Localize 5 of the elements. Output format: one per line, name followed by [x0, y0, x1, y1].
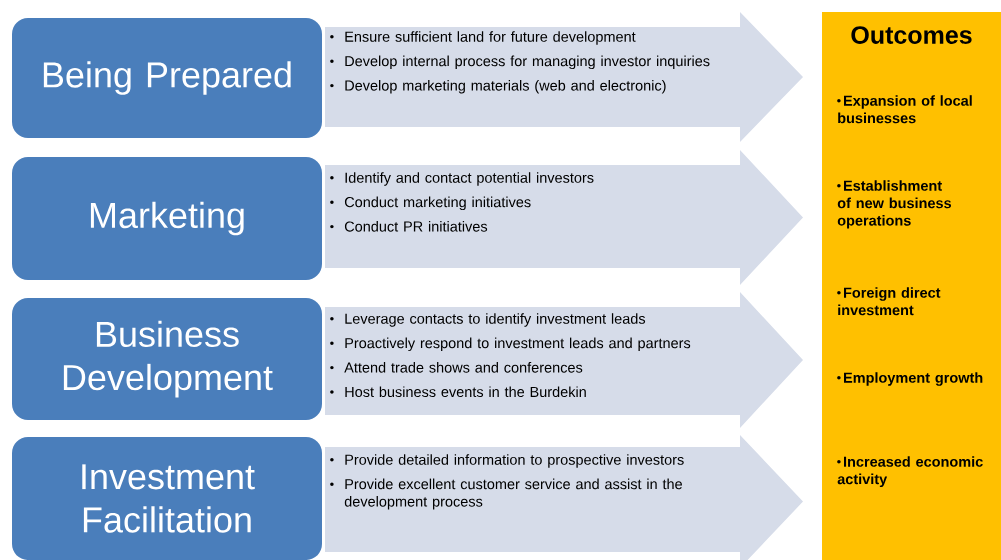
stage-box: Being Prepared [12, 18, 322, 138]
stage-box: Business Development [12, 298, 322, 420]
stage-box: Marketing [12, 157, 322, 280]
outcomes-panel: Outcomes Expansion of local businesses Establishment of new business operations Foreign direct investment Employment growth Increased economic activity [822, 12, 1001, 560]
stage-box: Investment Facilitation [12, 437, 322, 560]
